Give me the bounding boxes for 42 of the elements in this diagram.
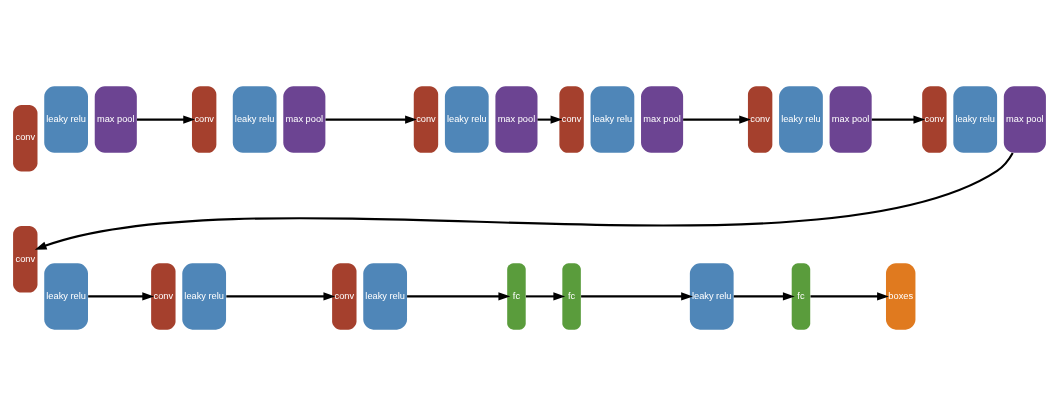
node-box: fc — [791, 263, 811, 330]
arrow — [407, 292, 511, 301]
arrow — [226, 292, 336, 301]
node-box: leaky relu — [953, 86, 998, 153]
node-box: max pool — [495, 86, 538, 153]
node-box: conv — [922, 86, 947, 153]
node-box: conv — [151, 263, 176, 330]
node-box: max pool — [829, 86, 872, 153]
arrow — [88, 292, 155, 301]
node-box: conv — [13, 104, 38, 172]
arrow — [733, 292, 795, 301]
node-box: leaky relu — [182, 263, 227, 330]
node-box: leaky relu — [363, 263, 408, 330]
arrow — [810, 292, 889, 301]
arrow — [871, 115, 926, 124]
arrow — [34, 152, 1014, 250]
node-box: leaky relu — [689, 263, 734, 330]
node-box: conv — [413, 86, 439, 153]
node-box: conv — [559, 86, 584, 153]
arrow — [683, 115, 752, 124]
node-box: conv — [332, 263, 357, 330]
node-box: max pool — [94, 86, 137, 153]
node-box: leaky relu — [590, 86, 635, 153]
node-box: leaky relu — [232, 86, 277, 153]
node-box: conv — [13, 226, 38, 293]
node-box: max pool — [641, 86, 684, 153]
node-box: conv — [191, 86, 217, 153]
node-box: leaky relu — [44, 86, 88, 153]
node-box: max pool — [283, 86, 326, 153]
arrow — [581, 292, 693, 301]
node-box: leaky relu — [779, 86, 823, 153]
arrow — [525, 292, 566, 301]
arrow — [325, 115, 417, 124]
node-box: fc — [507, 263, 526, 330]
node-box: fc — [562, 263, 581, 330]
arrow — [136, 115, 196, 124]
node-box: boxes — [886, 263, 916, 330]
node-box: leaky relu — [444, 86, 489, 153]
node-box: conv — [747, 86, 773, 153]
arrow — [537, 115, 563, 124]
node-box: max pool — [1003, 86, 1046, 153]
node-box: leaky relu — [44, 263, 88, 330]
